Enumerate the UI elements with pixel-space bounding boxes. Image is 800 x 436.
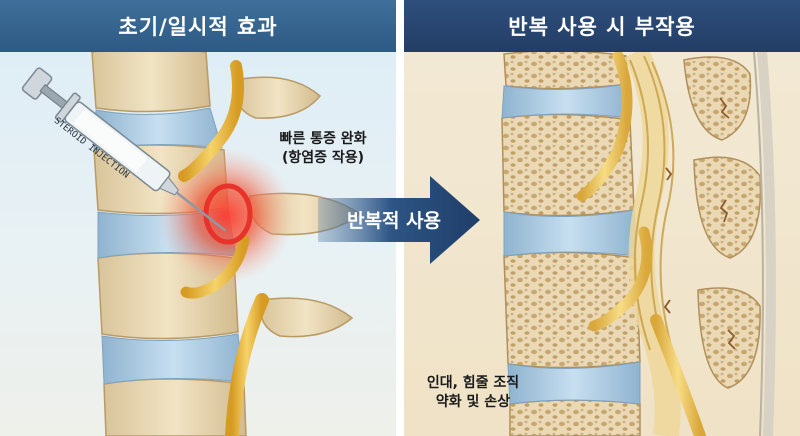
porous-process-lower xyxy=(697,287,761,389)
porous-vertebra-top xyxy=(503,49,629,90)
nerve-root-lower xyxy=(180,234,250,299)
inflammation-glow xyxy=(158,148,294,284)
posterior-ligament xyxy=(757,51,776,436)
damage-cracks xyxy=(663,97,736,350)
relief-line-1: 빠른 통증 완화 xyxy=(279,131,367,147)
spine-illustration-healthy xyxy=(21,46,362,436)
vertebra-body-top xyxy=(91,46,211,113)
relief-line-2: (항염증 작용) xyxy=(281,150,365,166)
spinous-process-lower xyxy=(260,297,354,338)
vertebra-body-bottom xyxy=(103,378,247,436)
damage-line-2: 약화 및 손상 xyxy=(435,394,511,410)
panel-early-effect: 초기/일시적 효과 STEROID INJECTION 빠른 통증 완화 (항염… xyxy=(0,0,396,436)
nerve-right-trunk xyxy=(650,314,706,436)
syringe-icon xyxy=(21,67,227,232)
disc-right-middle xyxy=(503,209,637,257)
disc-right-lower xyxy=(507,361,641,405)
panel-side-effects: 반복 사용 시 부작용 xyxy=(404,0,800,436)
porous-process-middle xyxy=(693,156,762,259)
nerve-root-upper xyxy=(178,60,244,182)
arrow-right-icon xyxy=(318,176,480,264)
damage-line-1: 인대, 힘줄 조직 xyxy=(426,375,520,391)
porous-process-upper xyxy=(683,56,752,141)
nerve-right-upper xyxy=(576,50,633,202)
disc-lower xyxy=(101,333,245,385)
panel-title-early-effect: 초기/일시적 효과 xyxy=(0,0,396,52)
panel-title-side-effects: 반복 사용 시 부작용 xyxy=(404,0,800,52)
relief-annotation: 빠른 통증 완화 (항염증 작용) xyxy=(253,130,393,168)
nerve-right-lower xyxy=(588,226,653,332)
damage-annotation: 인대, 힘줄 조직 약화 및 손상 xyxy=(408,374,538,412)
arrow-label: 반복적 사용 xyxy=(346,209,441,232)
disc-right-top xyxy=(501,83,631,119)
spinous-process-upper xyxy=(234,76,322,119)
spine-illustration-damaged xyxy=(501,46,776,436)
spinal-nerve-trunk xyxy=(225,293,269,436)
frayed-fibers xyxy=(629,55,675,357)
